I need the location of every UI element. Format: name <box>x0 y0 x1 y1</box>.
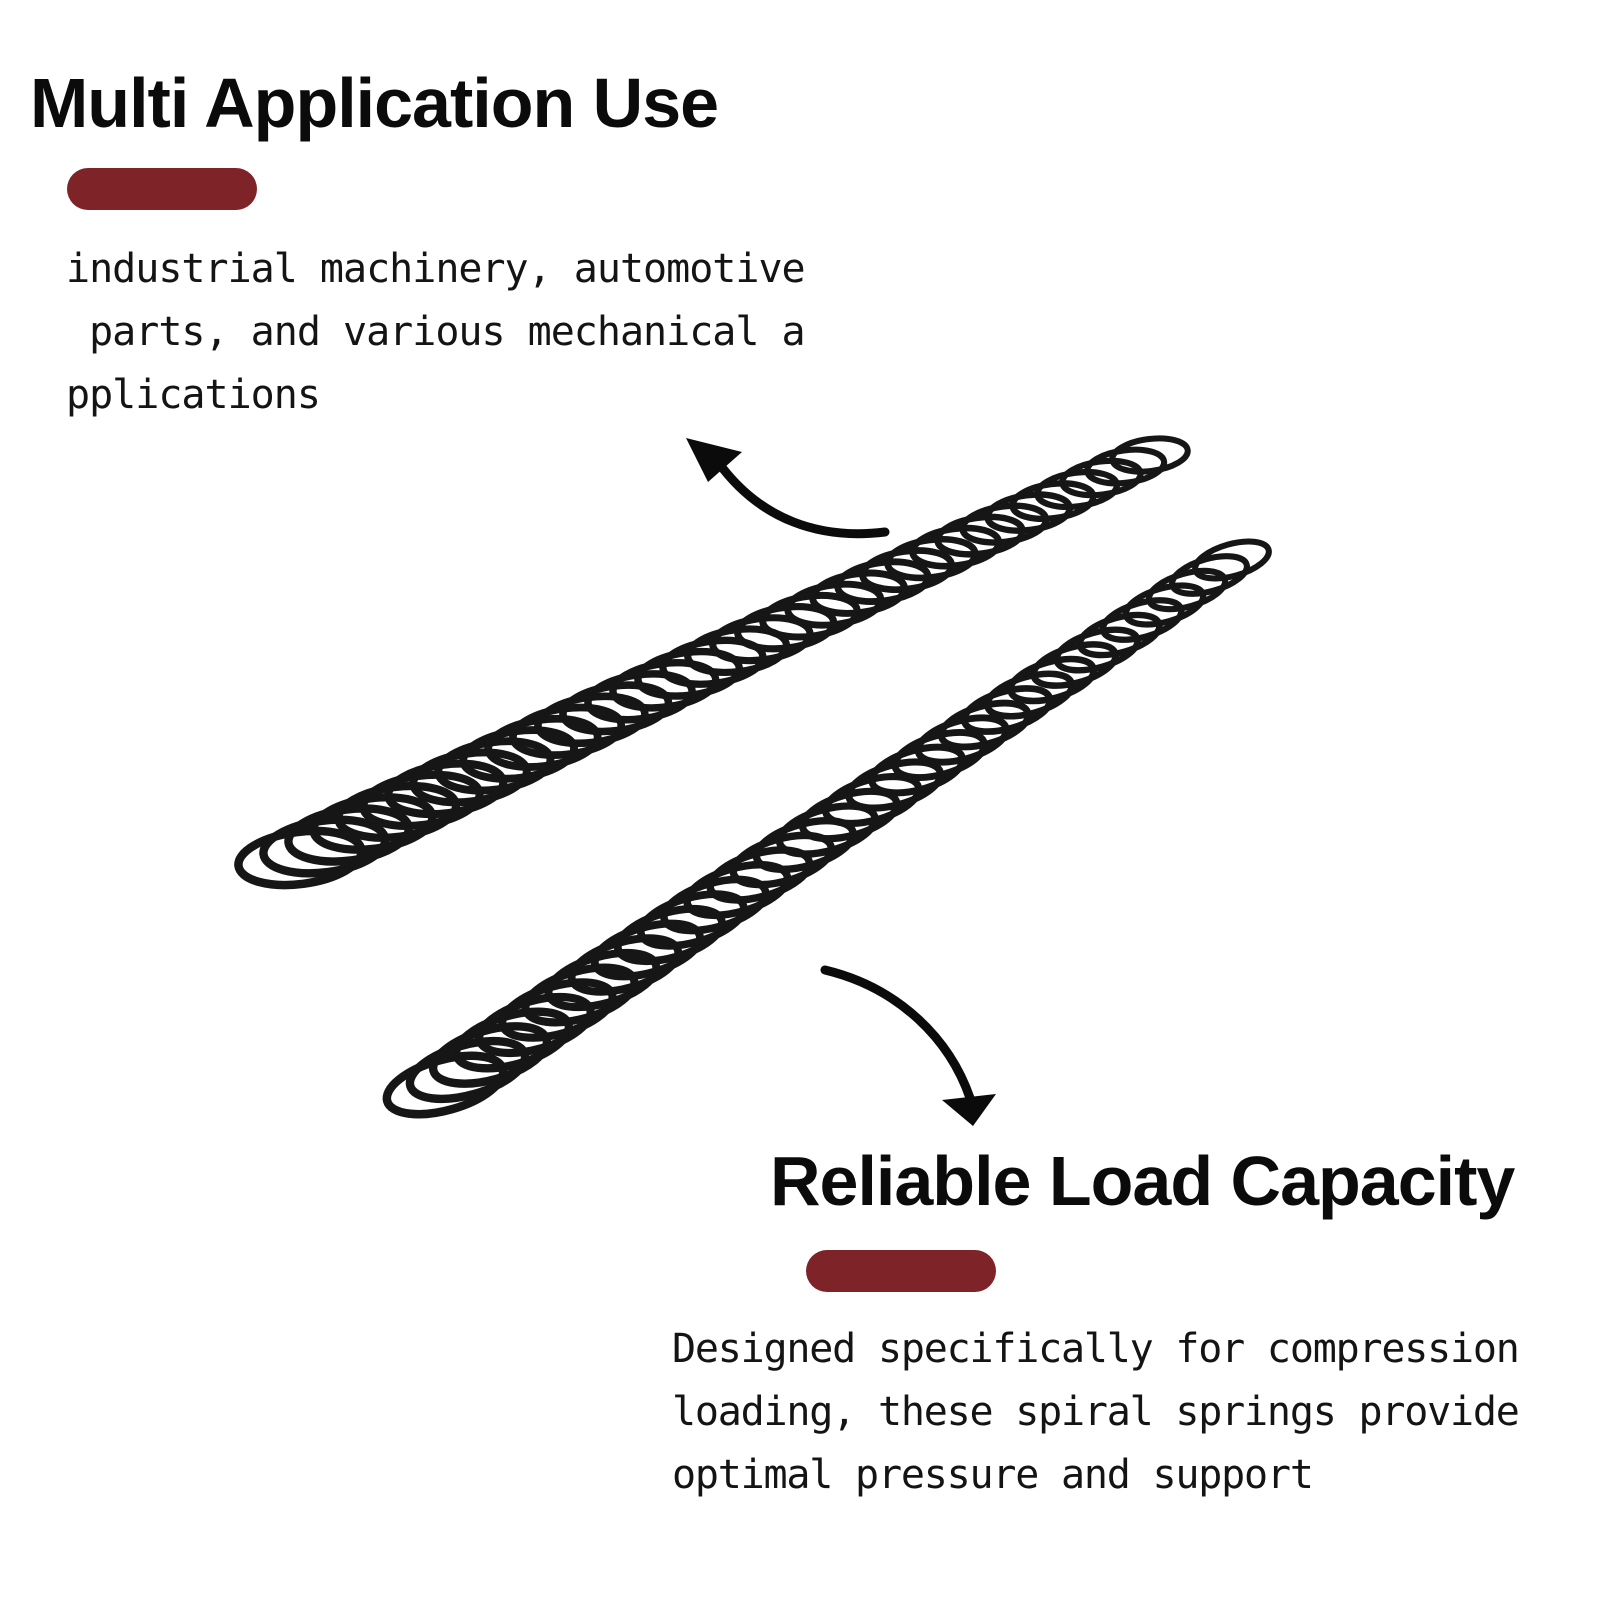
accent-bar <box>67 168 257 210</box>
description-line: optimal pressure and support <box>672 1452 1314 1498</box>
curved-arrow-down-right-icon <box>820 965 996 1126</box>
spring-coil <box>984 491 1073 534</box>
spring-top <box>234 435 1191 890</box>
section-title-multi-application: Multi Application Use <box>30 64 719 142</box>
spring-coil <box>1084 446 1168 487</box>
spring-coil <box>1009 480 1097 522</box>
accent-bar <box>806 1250 996 1292</box>
description-line: industrial machinery, automotive <box>66 246 806 292</box>
spring-coil <box>1192 538 1272 582</box>
spring-coil <box>934 513 1026 558</box>
spring-coil <box>684 625 791 676</box>
spring-coil <box>1059 457 1144 499</box>
description-line: Designed specifically for compression <box>672 1326 1520 1372</box>
spring-coil <box>1109 435 1191 475</box>
spring-coil <box>959 502 1050 546</box>
section-description-multi-application: industrial machinery, automotive parts, … <box>66 238 806 427</box>
spring-bottom <box>382 538 1272 1119</box>
curved-arrow-up-left-icon <box>686 438 890 539</box>
spring-coil <box>1169 553 1250 597</box>
description-line: pplications <box>66 372 321 418</box>
spring-coil <box>909 524 1003 570</box>
spring-coil <box>1034 468 1121 511</box>
section-title-reliable-load: Reliable Load Capacity <box>770 1142 1515 1220</box>
section-description-reliable-load: Designed specifically for compression lo… <box>672 1318 1520 1507</box>
description-line: loading, these spiral springs provide <box>672 1389 1520 1435</box>
description-line: parts, and various mechanical a <box>66 309 806 355</box>
